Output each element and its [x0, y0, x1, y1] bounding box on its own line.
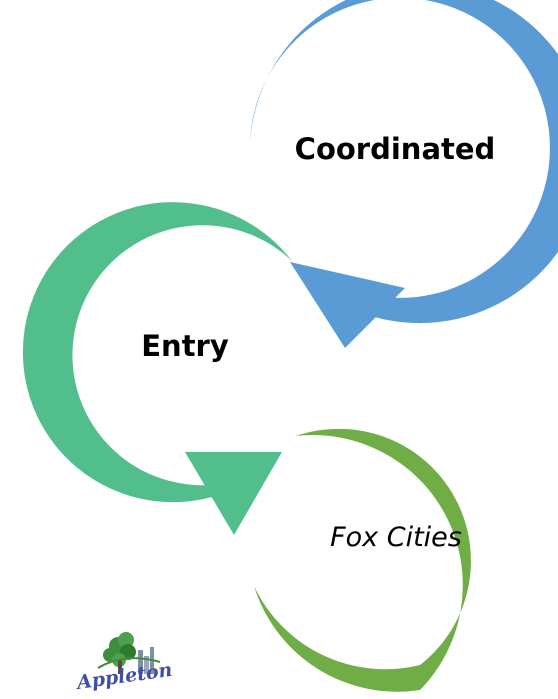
tree-city-logo-icon: [97, 632, 161, 674]
teal-arc: [22, 202, 292, 503]
entry-label: Entry: [141, 329, 229, 363]
fox-cities-label: Fox Cities: [330, 522, 462, 553]
green-arc: [254, 428, 471, 692]
appleton-logo: Appleton: [74, 632, 174, 694]
blue-arc: [250, 0, 558, 323]
teal-arrowhead: [185, 452, 282, 535]
blue-arrowhead: [290, 262, 405, 348]
coordinated-label: Coordinated: [295, 132, 496, 166]
